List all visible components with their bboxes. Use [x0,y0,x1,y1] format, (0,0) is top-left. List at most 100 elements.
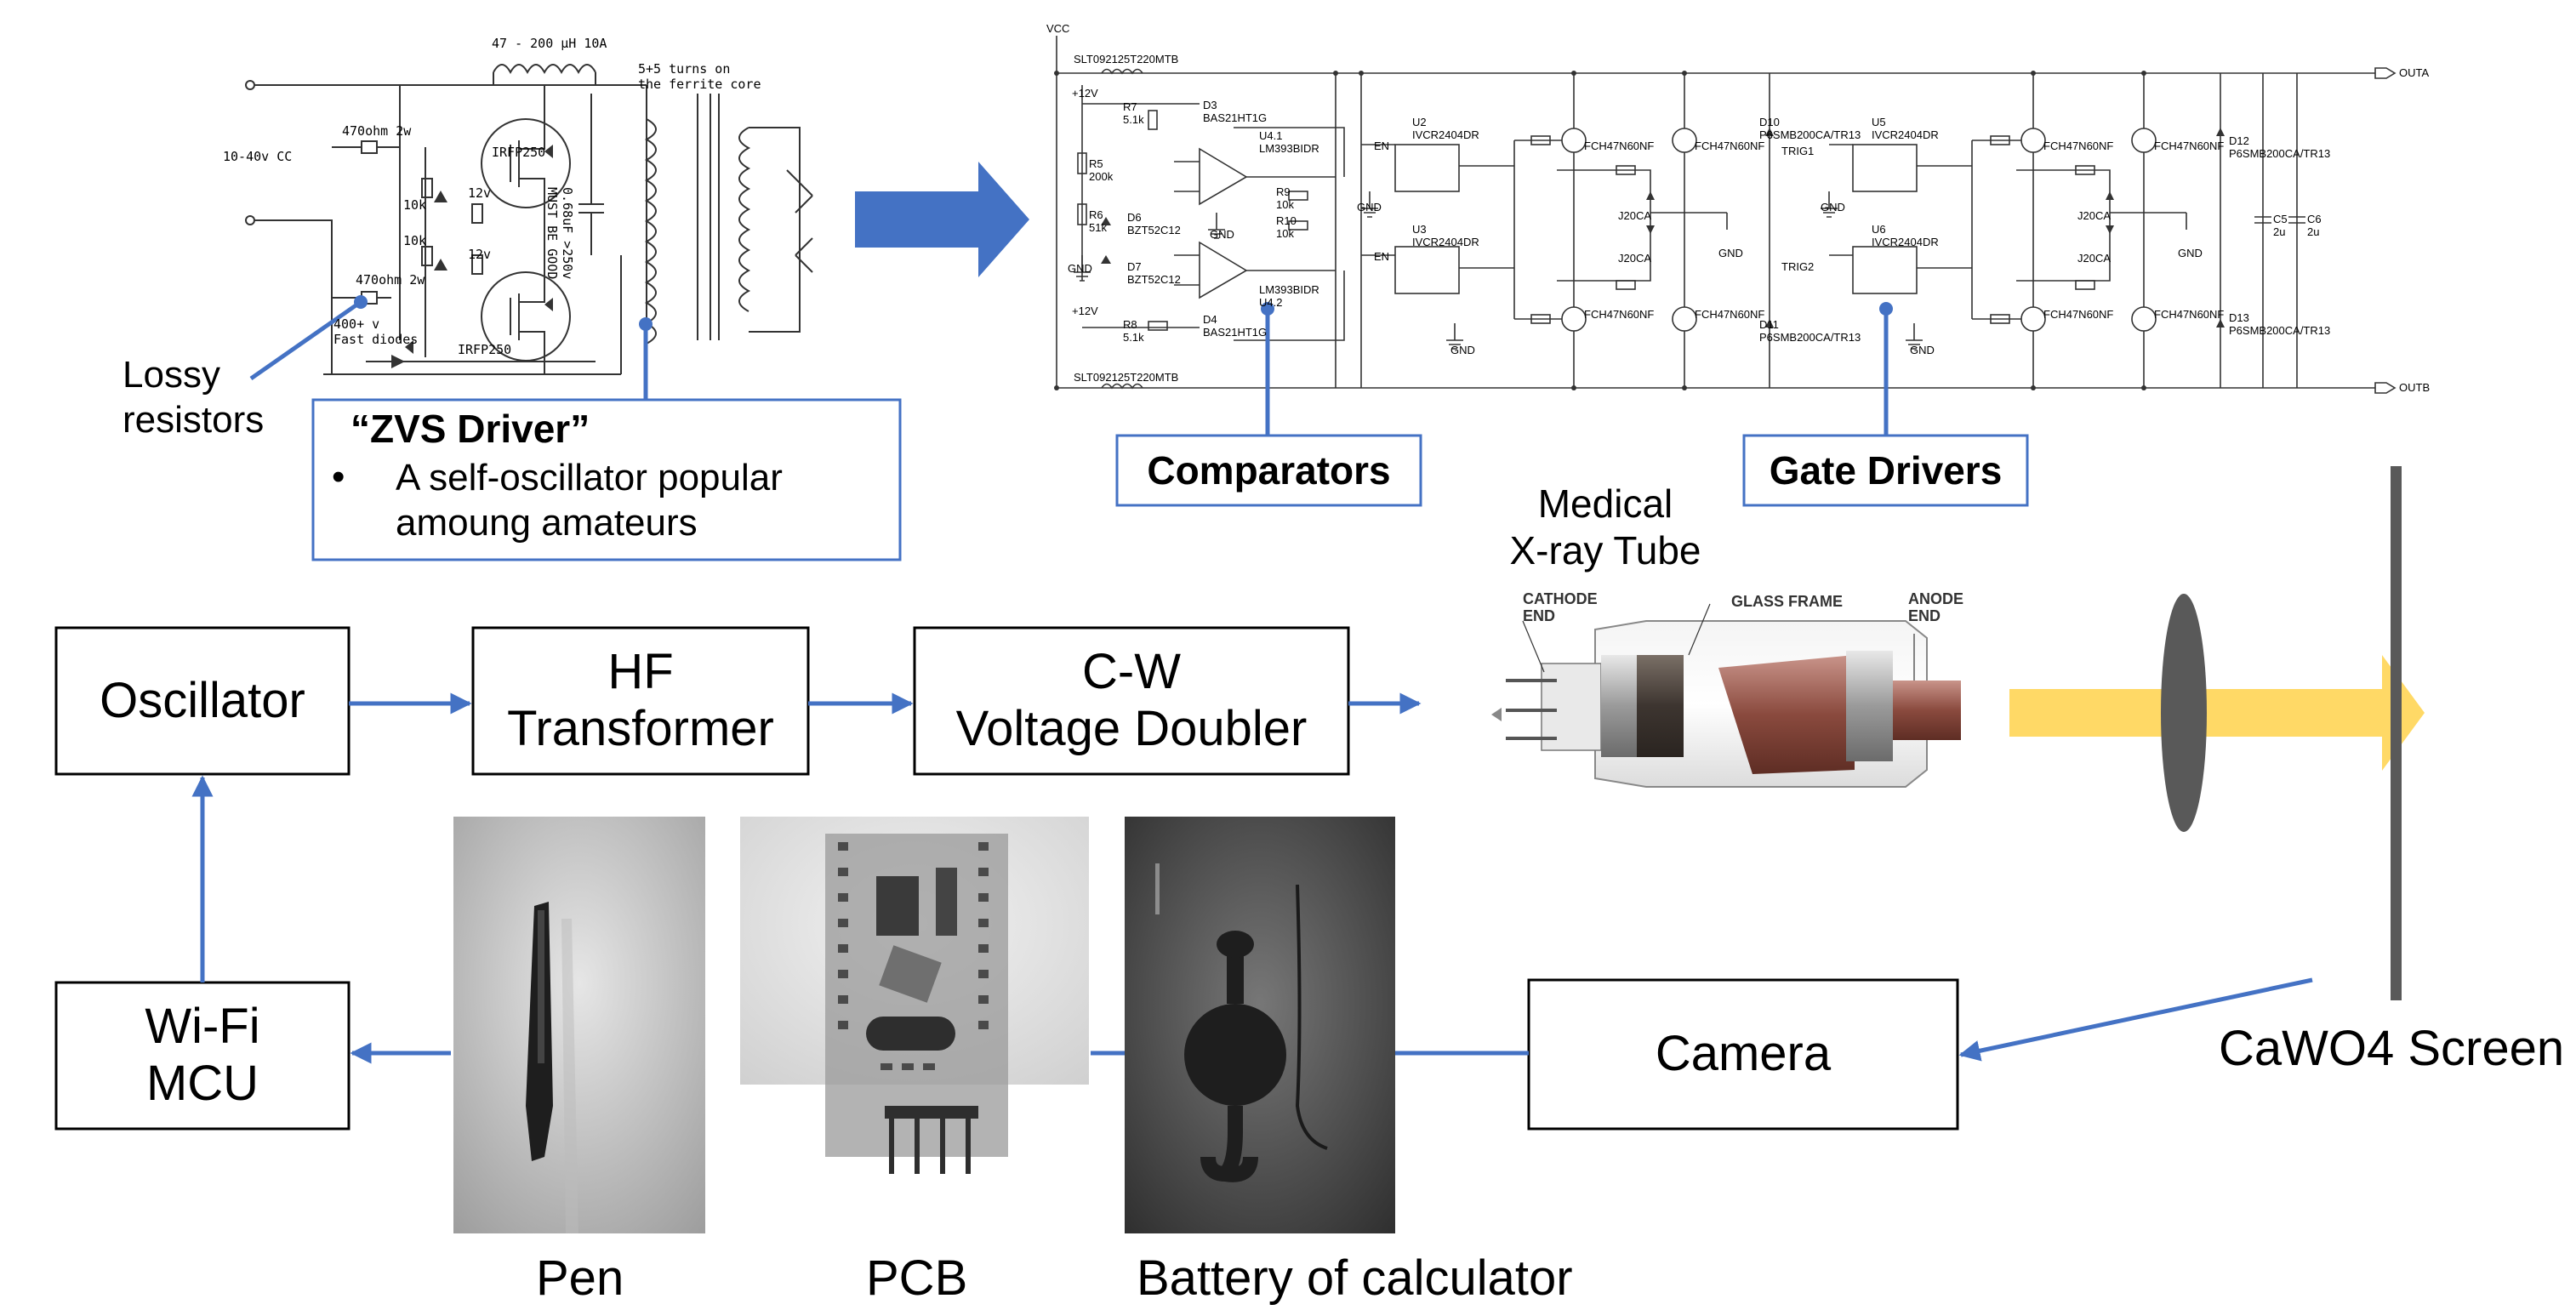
sch-gnd-e: GND [1718,247,1743,259]
sch-r8: R8 5.1k [1123,318,1144,344]
zvs-driver-title: “ZVS Driver” [350,407,590,451]
sch-d4: D4 BAS21HT1G [1203,313,1268,339]
driver-schematic [1056,36,2396,394]
xray-tube-illustration [1491,603,1961,788]
sch-d7: D7 BZT52C12 [1127,260,1181,286]
sch-r9: R9 10k [1276,185,1294,211]
zvs-r10k2-label: 10k [403,233,427,248]
sch-d13: D13 P6SMB200CA/TR13 [2229,311,2331,337]
zvs-r1-label: 470ohm 2w [342,123,412,139]
sch-r7: R7 5.1k [1123,100,1144,126]
anode-label: ANODE END [1908,590,1964,624]
lossy-resistors-label: Lossy resistors [123,354,265,441]
sch-outa: OUTA [2399,66,2430,79]
sch-gnd-g: GND [1910,344,1935,356]
pen-caption: Pen [536,1250,624,1306]
sch-en-1: EN [1374,140,1390,152]
sch-gnd-b: GND [1210,228,1234,241]
pcb-caption: PCB [866,1250,968,1306]
sch-c5: C5 2u [2273,213,2288,238]
sch-d11: D11 P6SMB200CA/TR13 [1759,318,1861,344]
sch-u41: U4.1 LM393BIDR [1259,129,1319,155]
sch-plus12-a: +12V [1072,87,1098,100]
zvs-r2-label: 470ohm 2w [356,272,425,288]
sch-u2: U2 IVCR2404DR [1412,116,1479,141]
cawo4-screen-label: CaWO4 Screen [2219,1021,2565,1076]
glass-frame-label: GLASS FRAME [1731,593,1844,610]
sch-plus12-b: +12V [1072,305,1098,317]
zvs-bullet: • [332,456,345,498]
sch-tvs-1: J20CA [1618,209,1652,222]
zvs-triangles [391,145,553,368]
sch-tvs-2: J20CA [1618,252,1652,265]
camera-box [1527,978,1959,1131]
sch-tvs-3: J20CA [2077,209,2112,222]
zvs-inductor-label: 47 - 200 µH 10A [492,36,607,51]
sch-fet-7: FCH47N60NF [2043,308,2114,321]
sch-fet-3: FCH47N60NF [1584,308,1655,321]
zvs-turns-label: 5+5 turns on the ferrite core [638,61,761,92]
camera-label: Camera [1655,1026,1832,1082]
zvs-schematic [245,64,813,375]
oscillator-label: Oscillator [100,672,305,728]
sch-fet-1: FCH47N60NF [1584,140,1655,152]
wifi-mcu-label: Wi-Fi MCU [145,999,260,1111]
sch-u5: U5 IVCR2404DR [1872,116,1939,141]
sch-l3: SLT092125T220MTB [1074,53,1179,66]
xray-tube-title: Medical X-ray Tube [1509,481,1701,573]
sch-trig1: TRIG1 [1781,145,1815,157]
driver-schematic-marks [1054,71,2225,390]
sch-gnd-h: GND [2178,247,2203,259]
lossy-pointer-line [249,299,362,381]
zvs-r10k1-label: 10k [403,197,427,213]
battery-caption: Battery of calculator [1137,1250,1573,1306]
gate-drivers-box [1742,434,2029,507]
zvs-supply-label: 10-40v CC [223,149,293,164]
cw-doubler-box [913,626,1350,776]
sch-gnd-d: GND [1450,344,1475,356]
zvs-zener2-label: 12v [468,247,492,262]
zvs-mosfet2-label: IRFP250 [458,342,512,357]
sch-fet-8: FCH47N60NF [2154,308,2225,321]
sch-fet-6: FCH47N60NF [2154,140,2225,152]
hf-transformer-label: HF Transformer [507,644,774,756]
zvs-diodes-label: 400+ v Fast diodes [333,316,419,347]
cathode-label: CATHODE END [1523,590,1598,624]
sch-r10: R10 10k [1276,214,1297,240]
sch-fet-2: FCH47N60NF [1695,140,1765,152]
sch-l2: SLT092125T220MTB [1074,371,1179,384]
comparators-label: Comparators [1147,448,1391,493]
xray-beam-arrow [2009,655,2425,771]
comparators-box [1115,434,1422,507]
sch-d3: D3 BAS21HT1G [1203,99,1268,124]
sch-gnd-c: GND [1357,201,1382,214]
sch-c6: C6 2u [2307,213,2322,238]
sch-gnd-a: GND [1068,262,1092,275]
sch-r5: R5 200k [1089,157,1114,183]
wifi-mcu-box [54,981,350,1131]
cawo4-screen [2391,466,2402,1000]
lens [2161,594,2207,832]
big-right-arrow [855,162,1029,277]
sch-d10: D10 P6SMB200CA/TR13 [1759,116,1861,141]
sch-fet-5: FCH47N60NF [2043,140,2114,152]
zvs-zener1-label: 12v [468,185,492,201]
photo-battery [1125,817,1395,1233]
sch-trig2: TRIG2 [1781,260,1815,273]
zvs-cap-label: 0.68uF >250v MUST BE GOOD [544,187,575,280]
zvs-driver-description: A self-oscillator popular amoung amateur… [396,457,783,544]
gate-drivers-label: Gate Drivers [1769,448,2003,493]
zvs-mosfet1-label: IRFP250 [492,145,546,160]
hf-transformer-box [471,626,810,776]
sch-vcc: VCC [1046,22,1070,35]
oscillator-box [54,626,350,776]
sch-d12: D12 P6SMB200CA/TR13 [2229,134,2331,160]
photo-pcb [740,817,1089,1174]
sch-tvs-4: J20CA [2077,252,2112,265]
sch-u42: LM393BIDR U4.2 [1259,283,1319,309]
sch-en-2: EN [1374,250,1390,263]
sch-gnd-f: GND [1821,201,1845,214]
zvs-callout-box [311,398,902,561]
photo-pen [453,817,705,1233]
